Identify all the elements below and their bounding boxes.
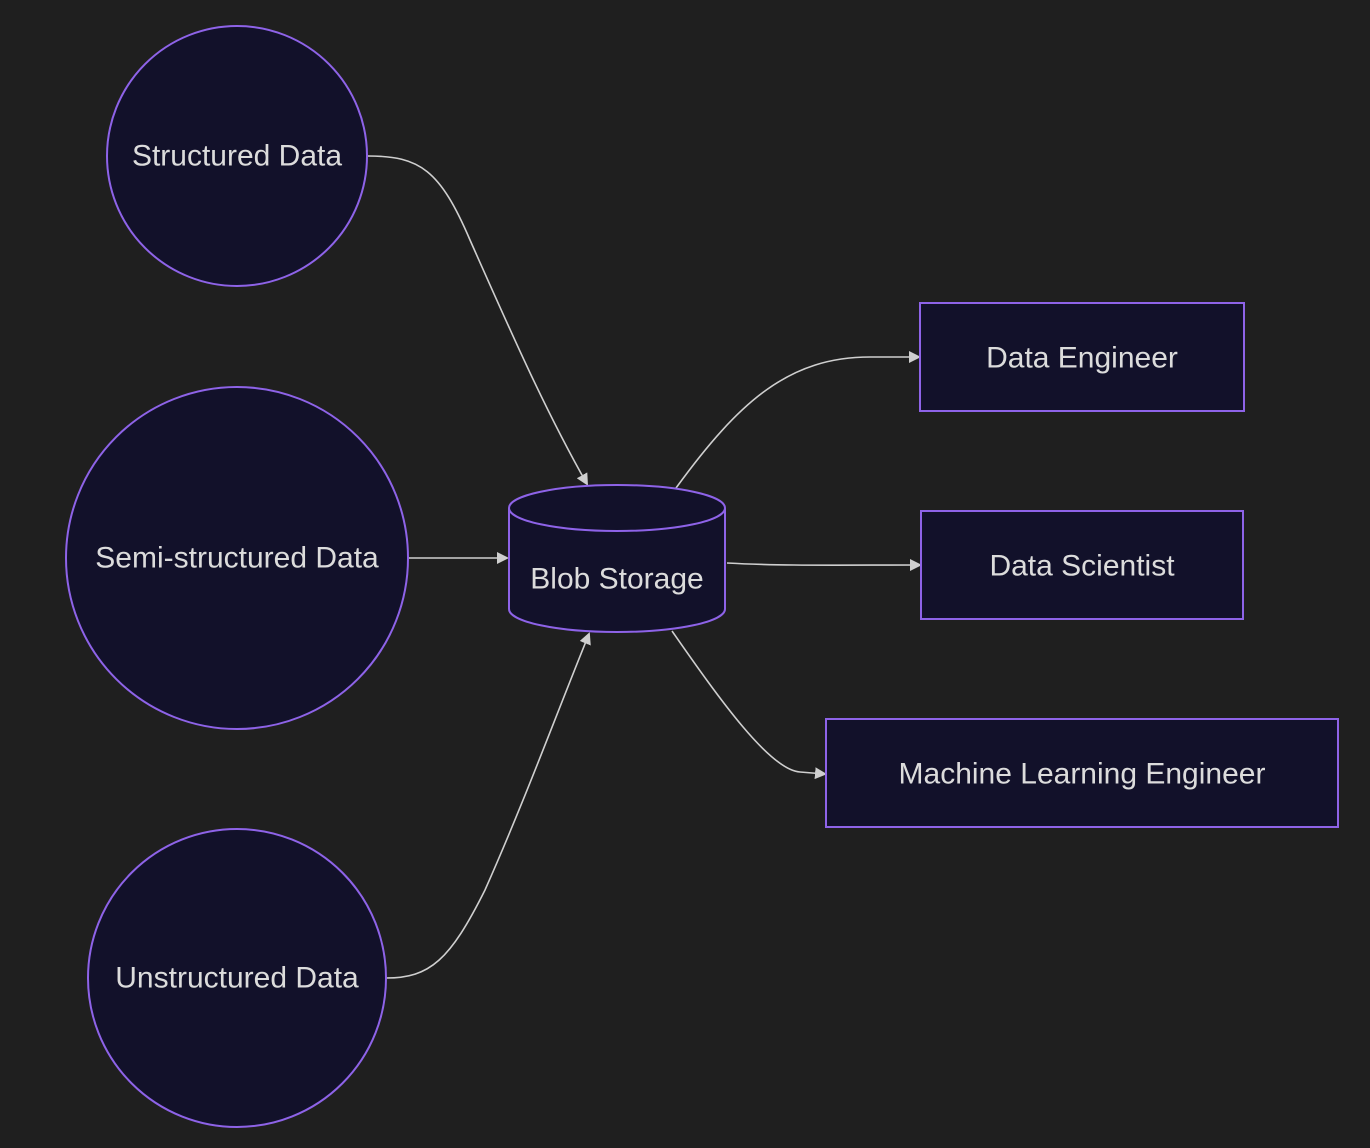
node-data-scientist: Data Scientist bbox=[920, 510, 1244, 620]
blob-storage-cylinder-top bbox=[508, 484, 726, 532]
data-engineer-box bbox=[919, 302, 1245, 412]
node-blob-storage: Blob Storage bbox=[508, 484, 726, 633]
node-machine-learning-engineer: Machine Learning Engineer bbox=[825, 718, 1339, 828]
node-structured-data: Structured Data bbox=[106, 25, 368, 287]
node-semi-structured-data: Semi-structured Data bbox=[65, 386, 409, 730]
structured-data-circle bbox=[106, 25, 368, 287]
semi-structured-data-circle bbox=[65, 386, 409, 730]
edge-unstructured-to-blob bbox=[385, 632, 591, 979]
data-scientist-box bbox=[920, 510, 1244, 620]
blob-storage-label: Blob Storage bbox=[530, 563, 703, 596]
unstructured-data-circle bbox=[87, 828, 387, 1128]
node-unstructured-data: Unstructured Data bbox=[87, 828, 387, 1128]
edges bbox=[367, 155, 922, 979]
machine-learning-engineer-label: Machine Learning Engineer bbox=[899, 758, 1266, 791]
edge-blob-to-ml-engineer bbox=[671, 630, 827, 780]
data-scientist-label: Data Scientist bbox=[989, 550, 1175, 583]
unstructured-data-label: Unstructured Data bbox=[115, 962, 359, 995]
node-data-engineer: Data Engineer bbox=[919, 302, 1245, 412]
semi-structured-data-label: Semi-structured Data bbox=[95, 542, 379, 575]
machine-learning-engineer-box bbox=[825, 718, 1339, 828]
structured-data-label: Structured Data bbox=[132, 140, 342, 173]
edge-structured-to-blob bbox=[367, 155, 588, 486]
data-engineer-label: Data Engineer bbox=[986, 342, 1178, 375]
edge-blob-to-data-engineer bbox=[675, 351, 921, 489]
edge-blob-to-data-scientist bbox=[726, 559, 922, 572]
blob-storage-cylinder-body bbox=[508, 508, 726, 633]
